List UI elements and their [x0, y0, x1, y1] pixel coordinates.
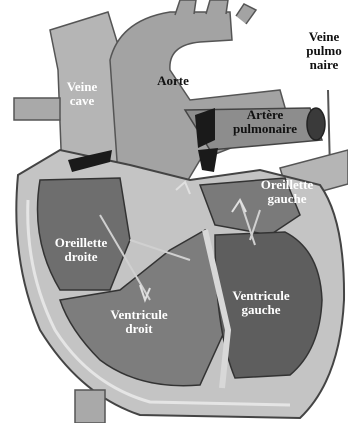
- label-od-line1: Oreillette: [46, 236, 116, 250]
- label-aorte: Aorte: [150, 74, 196, 88]
- label-vd-line1: Ventricule: [102, 308, 176, 322]
- bottom-vessel: [75, 390, 105, 423]
- label-ventricule-droit: Ventricule droit: [102, 308, 176, 336]
- left-vessel: [14, 98, 60, 120]
- label-veine-pulmo-line2: pulmo: [300, 44, 348, 58]
- label-og-line2: gauche: [254, 192, 320, 206]
- label-veine-cave: Veine cave: [60, 80, 104, 108]
- label-veine-cave-line1: Veine: [60, 80, 104, 94]
- label-vg-line2: gauche: [226, 303, 296, 317]
- right-atrium: [38, 178, 131, 290]
- label-aorte-text: Aorte: [157, 73, 189, 88]
- label-ventricule-gauche: Ventricule gauche: [226, 289, 296, 317]
- label-oreillette-droite: Oreillette droite: [46, 236, 116, 264]
- label-veine-pulmo-line3: naire: [300, 58, 348, 72]
- label-vg-line1: Ventricule: [226, 289, 296, 303]
- label-oreillette-gauche: Oreillette gauche: [254, 178, 320, 206]
- label-veine-pulmonaire: Veine pulmo naire: [300, 30, 348, 72]
- dark-lumen-2: [198, 148, 218, 172]
- pulmonary-artery-opening: [307, 108, 325, 140]
- label-artere-line1: Artère: [222, 108, 308, 122]
- label-og-line1: Oreillette: [254, 178, 320, 192]
- label-od-line2: droite: [46, 250, 116, 264]
- label-artere-line2: pulmonaire: [222, 122, 308, 136]
- label-veine-cave-line2: cave: [60, 94, 104, 108]
- label-vd-line2: droit: [102, 322, 176, 336]
- label-artere-pulmonaire: Artère pulmonaire: [222, 108, 308, 136]
- label-veine-pulmo-line1: Veine: [300, 30, 348, 44]
